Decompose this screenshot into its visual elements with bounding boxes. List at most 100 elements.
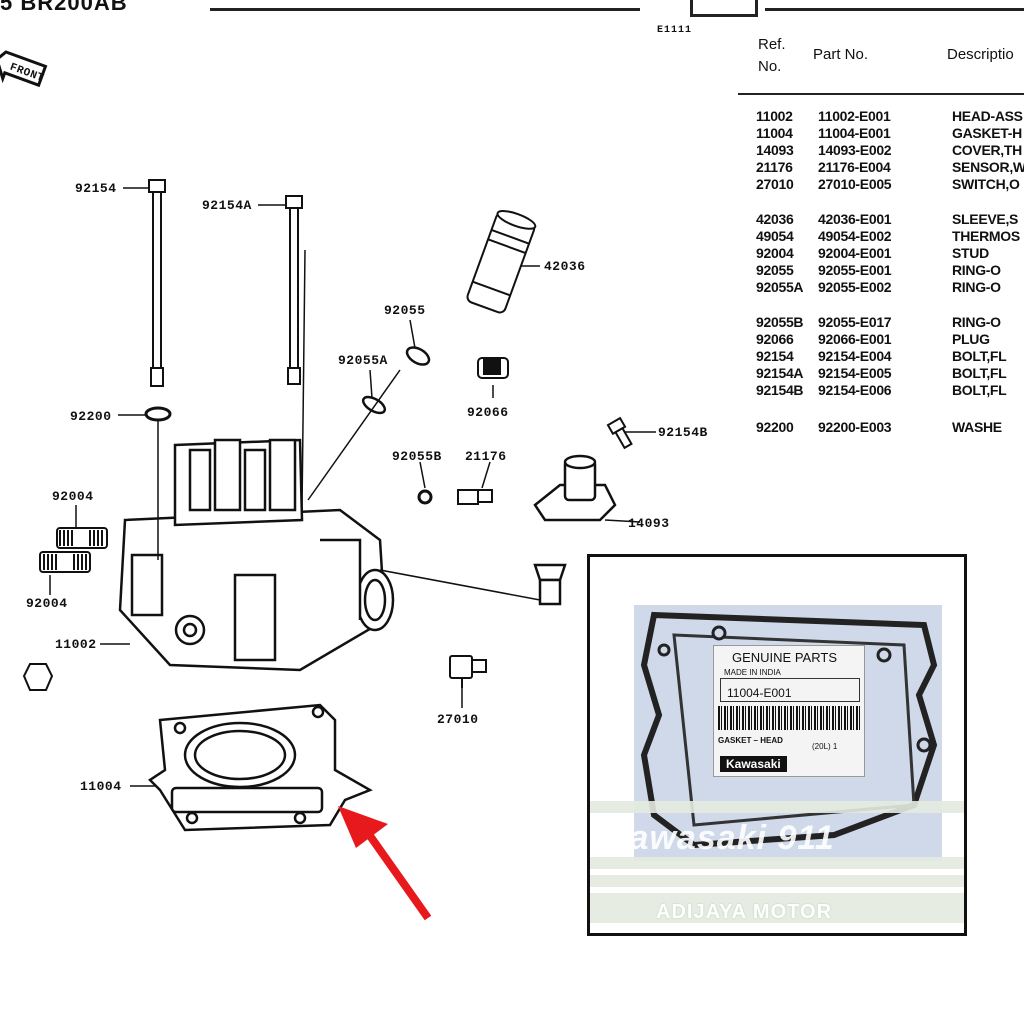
- cell-part: 92055-E002: [818, 279, 892, 295]
- header-rule-right: [765, 8, 1024, 11]
- callout-92200: 92200: [70, 409, 112, 424]
- cell-ref: 42036: [756, 211, 794, 227]
- watermark-main: Kawasaki 911: [604, 819, 835, 857]
- quantity-text: (20L) 1: [812, 742, 837, 751]
- cell-ref: 92055A: [756, 279, 804, 295]
- cell-ref: 21176: [756, 159, 793, 175]
- watermark-band: [590, 857, 964, 869]
- plug-92066: [477, 357, 509, 379]
- quantity-value: 1: [832, 742, 838, 751]
- cell-part: 92200-E003: [818, 419, 892, 435]
- callout-92154B: 92154B: [658, 425, 708, 440]
- callout-92066: 92066: [467, 405, 509, 420]
- callout-42036: 42036: [544, 259, 586, 274]
- part-number-text: 11004-E001: [727, 686, 792, 700]
- header-rule: [210, 8, 640, 11]
- oring-92055A: [361, 395, 387, 415]
- callout-21176: 21176: [465, 449, 507, 464]
- cell-ref: 92055B: [756, 314, 804, 330]
- cell-part: 49054-E002: [818, 228, 892, 244]
- cell-desc: HEAD-ASS: [952, 108, 1023, 124]
- cell-desc: WASHE: [952, 419, 1002, 435]
- washer-92200: [144, 406, 172, 422]
- cell-part: 92066-E001: [818, 331, 892, 347]
- cylinder-head-11002: [118, 438, 395, 672]
- col-header-ref: Ref. No.: [758, 36, 786, 75]
- bolt-92154: [148, 179, 166, 387]
- cell-part: 92154-E005: [818, 365, 892, 381]
- watermark-band: [590, 893, 964, 923]
- cell-part: 21176-E004: [818, 159, 891, 175]
- cell-ref: 92154B: [756, 382, 804, 398]
- cell-part: 92055-E001: [818, 262, 892, 278]
- callout-92004-lower: 92004: [26, 596, 68, 611]
- header-box: [690, 0, 758, 17]
- sleeve-42036: [466, 210, 537, 314]
- cell-ref: 14093: [756, 142, 794, 158]
- part-desc-text: GASKET – HEAD: [718, 736, 783, 745]
- cell-desc: THERMOS: [952, 228, 1020, 244]
- cell-desc: RING-O: [952, 279, 1001, 295]
- callout-92055B: 92055B: [392, 449, 442, 464]
- cell-desc: RING-O: [952, 314, 1001, 330]
- watermark-shop: ADIJAYA MOTOR: [656, 901, 833, 923]
- callout-92055A: 92055A: [338, 353, 388, 368]
- cell-part: 11004-E001: [818, 125, 891, 141]
- col-header-part: Part No.: [813, 46, 869, 63]
- watermark-band: [590, 801, 964, 813]
- switch-27010: [449, 655, 487, 688]
- oring-92055: [405, 346, 431, 366]
- cell-ref: 92055: [756, 262, 794, 278]
- cell-part: 27010-E005: [818, 176, 892, 192]
- col-header-desc: Descriptio: [947, 46, 1014, 63]
- cell-desc: PLUG: [952, 331, 990, 347]
- page-title: 5 BR200AB: [0, 0, 128, 15]
- callout-11002: 11002: [55, 637, 97, 652]
- cell-desc: SLEEVE,S: [952, 211, 1019, 227]
- page-header: 5 BR200AB: [0, 0, 1024, 20]
- stud-92004-upper: [56, 527, 108, 549]
- arrow-highlight: [338, 806, 432, 921]
- thermostat-49054: [533, 563, 567, 606]
- cell-desc: RING-O: [952, 262, 1001, 278]
- callout-14093: 14093: [628, 516, 670, 531]
- cell-desc: BOLT,FL: [952, 348, 1007, 364]
- cell-desc: STUD: [952, 245, 989, 261]
- cell-desc: BOLT,FL: [952, 365, 1007, 381]
- sensor-21176: [457, 489, 493, 505]
- cell-desc: SENSOR,W: [952, 159, 1024, 175]
- bolt-92154A: [285, 195, 303, 385]
- made-in-text: MADE IN INDIA: [724, 668, 781, 677]
- diagram-code: E1111: [657, 25, 693, 36]
- callout-92004-upper: 92004: [52, 489, 94, 504]
- callout-92154A: 92154A: [202, 198, 252, 213]
- part-number-box: 11004-E001: [720, 678, 860, 702]
- genuine-parts-text: GENUINE PARTS: [732, 650, 837, 665]
- cell-desc: COVER,TH: [952, 142, 1022, 158]
- front-indicator: FRONT: [0, 50, 48, 88]
- product-photo: GENUINE PARTS MADE IN INDIA 11004-E001 G…: [587, 554, 967, 936]
- bolt-92154B: [606, 416, 633, 450]
- cell-ref: 11004: [756, 125, 793, 141]
- brand-logo: Kawasaki: [720, 756, 787, 772]
- callout-27010: 27010: [437, 712, 479, 727]
- table-rule: [738, 93, 1024, 95]
- cell-part: 14093-E002: [818, 142, 892, 158]
- cell-desc: SWITCH,O: [952, 176, 1020, 192]
- callout-11004: 11004: [80, 779, 122, 794]
- parts-label: GENUINE PARTS MADE IN INDIA 11004-E001 G…: [713, 645, 865, 777]
- cell-ref: 92066: [756, 331, 794, 347]
- cell-part: 11002-E001: [818, 108, 891, 124]
- callout-92055: 92055: [384, 303, 426, 318]
- cell-part: 42036-E001: [818, 211, 892, 227]
- cell-part: 92154-E004: [818, 348, 892, 364]
- cell-part: 92055-E017: [818, 314, 892, 330]
- cell-ref: 92154: [756, 348, 794, 364]
- cell-desc: GASKET-H: [952, 125, 1022, 141]
- barcode-icon: [718, 706, 860, 730]
- cell-part: 92154-E006: [818, 382, 892, 398]
- cell-ref: 49054: [756, 228, 794, 244]
- nut-icon: [22, 663, 54, 691]
- cell-ref: 92200: [756, 419, 794, 435]
